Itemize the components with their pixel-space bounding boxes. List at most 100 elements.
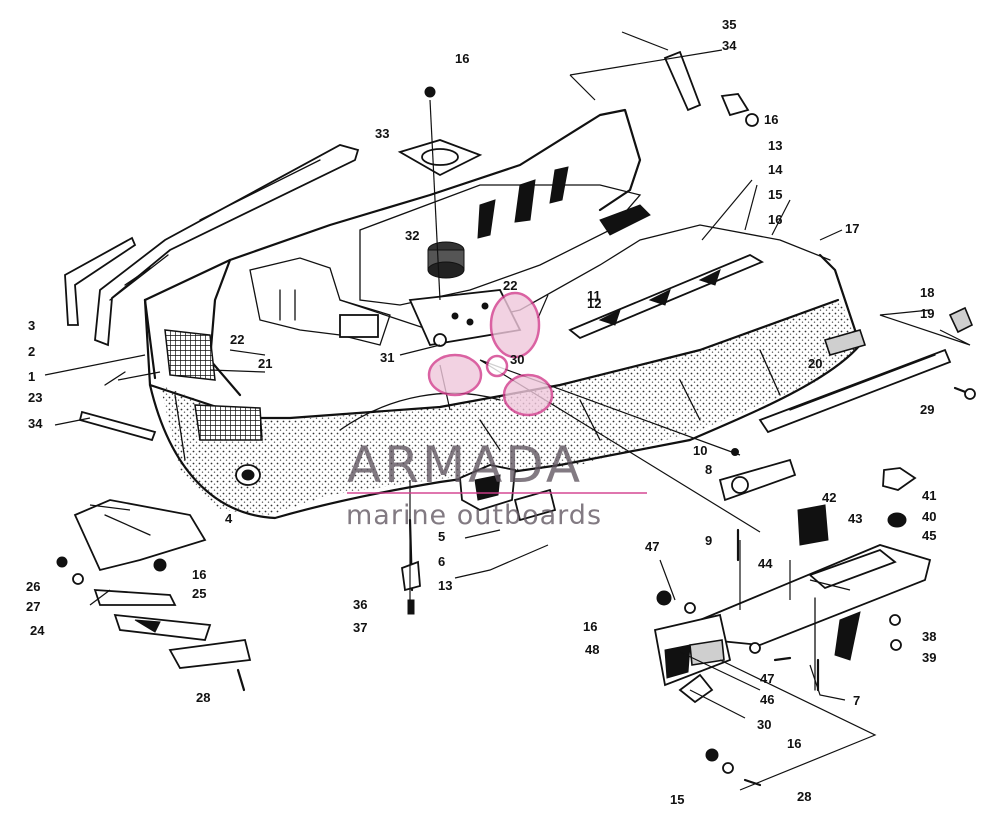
callout-41: 41 bbox=[922, 488, 936, 503]
callout-20: 20 bbox=[808, 356, 822, 371]
callout-12: 12 bbox=[587, 296, 601, 311]
callout-30: 30 bbox=[510, 352, 524, 367]
leader-lines bbox=[44, 49, 971, 791]
callout-22: 22 bbox=[503, 278, 517, 293]
clip-20 bbox=[823, 329, 867, 356]
callout-5: 5 bbox=[438, 529, 445, 544]
callout-1: 1 bbox=[28, 369, 35, 384]
callout-18: 18 bbox=[920, 285, 934, 300]
bolt-35 bbox=[621, 31, 669, 51]
bracket-30-lower bbox=[678, 673, 714, 704]
callout-24: 24 bbox=[30, 623, 45, 638]
side-rail-12 bbox=[568, 253, 765, 340]
callout-36: 36 bbox=[353, 597, 367, 612]
callout-39: 39 bbox=[922, 650, 936, 665]
callout-16: 16 bbox=[192, 567, 206, 582]
callout-19: 19 bbox=[920, 306, 934, 321]
bolt-26 bbox=[56, 556, 68, 568]
bracket-48 bbox=[653, 613, 732, 687]
washers-38-39 bbox=[889, 614, 902, 651]
bolt-46 bbox=[773, 656, 792, 662]
callout-4: 4 bbox=[225, 511, 233, 526]
callout-38: 38 bbox=[922, 629, 936, 644]
callout-35: 35 bbox=[722, 17, 736, 32]
callout-42: 42 bbox=[822, 490, 836, 505]
washer-15-low bbox=[722, 762, 734, 774]
watermark: ARMADA marine outboards bbox=[346, 291, 647, 531]
callout-37: 37 bbox=[353, 620, 367, 635]
watermark-propeller-logo bbox=[427, 291, 554, 417]
callout-16: 16 bbox=[583, 619, 597, 634]
plug-4 bbox=[235, 464, 261, 486]
callout-9: 9 bbox=[705, 533, 712, 548]
callout-34: 34 bbox=[722, 38, 737, 53]
callout-11: 11 bbox=[587, 288, 601, 303]
callout-14: 14 bbox=[768, 162, 783, 177]
gasket-33 bbox=[397, 139, 483, 177]
callout-29: 29 bbox=[920, 402, 934, 417]
knob-41 bbox=[882, 467, 917, 528]
cable-23 bbox=[104, 371, 126, 386]
latch-8 bbox=[718, 458, 797, 502]
watermark-brand: ARMADA bbox=[347, 436, 583, 494]
callout-45: 45 bbox=[922, 528, 936, 543]
callout-47: 47 bbox=[645, 539, 659, 554]
bolt-29 bbox=[953, 386, 976, 400]
callout-16: 16 bbox=[787, 736, 801, 751]
callout-10: 10 bbox=[693, 443, 707, 458]
callout-44: 44 bbox=[758, 556, 773, 571]
callout-15: 15 bbox=[768, 187, 782, 202]
left-trim-strip-2 bbox=[94, 144, 360, 347]
tail-light-18 bbox=[948, 306, 974, 334]
callout-28: 28 bbox=[196, 690, 210, 705]
bolt-28-low bbox=[743, 778, 762, 787]
nut-16-mid bbox=[656, 590, 672, 606]
callout-17: 17 bbox=[845, 221, 859, 236]
decal-42 bbox=[797, 504, 829, 546]
callout-16: 16 bbox=[455, 51, 469, 66]
bracket-34-top bbox=[663, 50, 759, 127]
callout-6: 6 bbox=[438, 554, 445, 569]
callout-3: 3 bbox=[28, 318, 35, 333]
callout-34: 34 bbox=[28, 416, 43, 431]
callout-28: 28 bbox=[797, 789, 811, 804]
nut-16-low bbox=[705, 748, 719, 762]
callout-23: 23 bbox=[28, 390, 42, 405]
callout-13: 13 bbox=[768, 138, 782, 153]
callout-25: 25 bbox=[192, 586, 206, 601]
callout-21: 21 bbox=[258, 356, 272, 371]
grommet-32 bbox=[427, 241, 465, 279]
clamp-36-37 bbox=[401, 518, 421, 615]
right-rail-19 bbox=[758, 348, 952, 434]
step-plate-28 bbox=[168, 639, 252, 692]
washer-47a bbox=[684, 602, 696, 614]
callout-2: 2 bbox=[28, 344, 35, 359]
callout-13: 13 bbox=[438, 578, 452, 593]
callout-8: 8 bbox=[705, 462, 712, 477]
bracket-24 bbox=[73, 499, 212, 641]
nut-16-top bbox=[424, 86, 436, 98]
left-trim-strip-3 bbox=[64, 236, 137, 326]
callout-7: 7 bbox=[853, 693, 860, 708]
callout-46: 46 bbox=[760, 692, 774, 707]
callout-43: 43 bbox=[848, 511, 862, 526]
callout-30: 30 bbox=[757, 717, 771, 732]
callout-16: 16 bbox=[768, 212, 782, 227]
callout-32: 32 bbox=[405, 228, 419, 243]
callout-40: 40 bbox=[922, 509, 936, 524]
washer-47b bbox=[749, 642, 761, 654]
callout-31: 31 bbox=[380, 350, 394, 365]
watermark-tagline: marine outboards bbox=[346, 500, 602, 531]
callout-27: 27 bbox=[26, 599, 40, 614]
callout-16: 16 bbox=[764, 112, 778, 127]
callout-15: 15 bbox=[670, 792, 684, 807]
callout-22: 22 bbox=[230, 332, 244, 347]
rear-bar-34 bbox=[78, 410, 157, 442]
washer-27 bbox=[72, 573, 84, 585]
callout-33: 33 bbox=[375, 126, 389, 141]
callout-48: 48 bbox=[585, 642, 599, 657]
callout-26: 26 bbox=[26, 579, 40, 594]
callout-47: 47 bbox=[760, 671, 774, 686]
